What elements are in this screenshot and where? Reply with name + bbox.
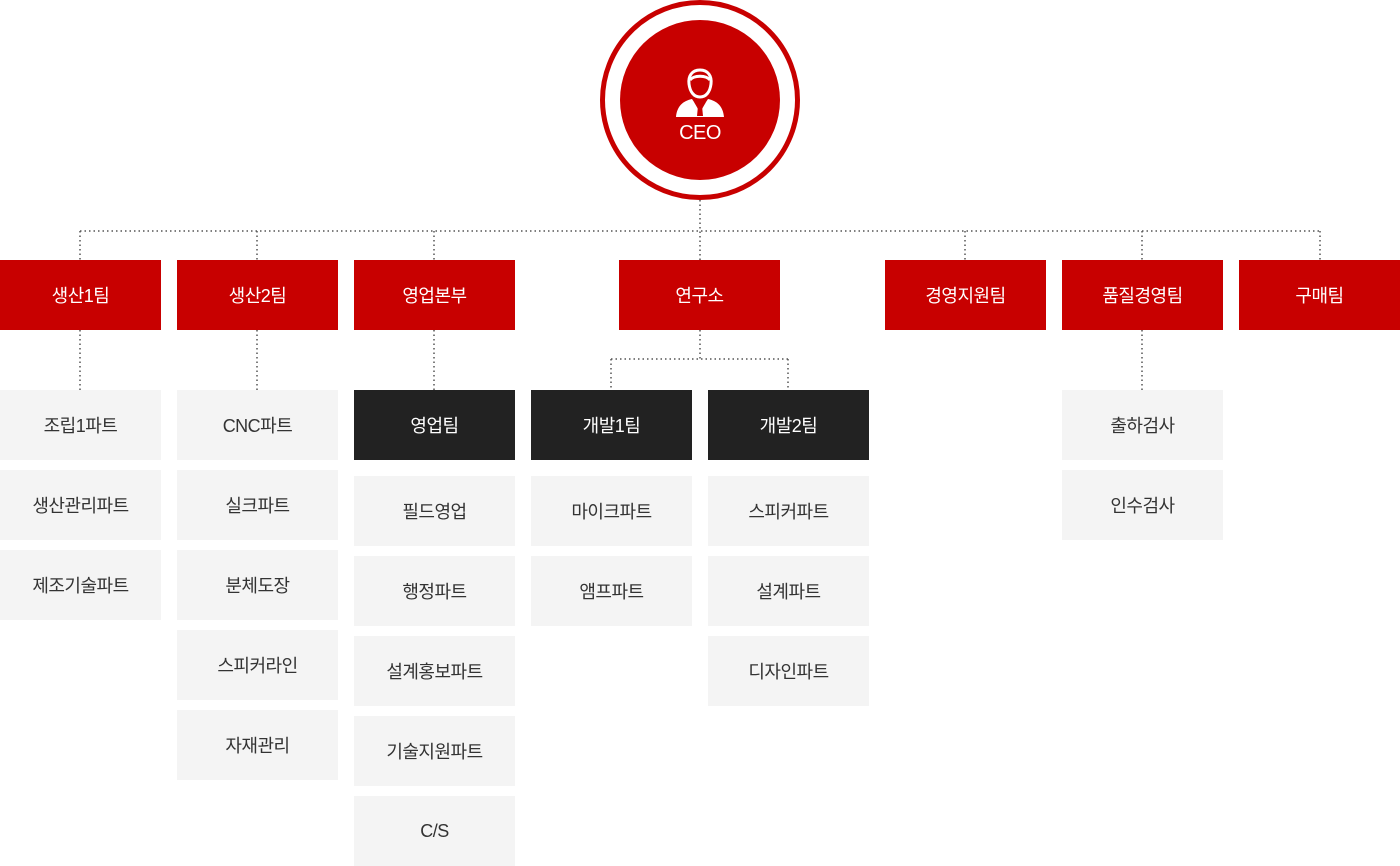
- part-box: 인수검사: [1062, 470, 1223, 540]
- dept-production-1: 생산1팀: [0, 260, 161, 330]
- part-box: C/S: [354, 796, 515, 866]
- dept-production-2: 생산2팀: [177, 260, 338, 330]
- part-box: 분체도장: [177, 550, 338, 620]
- part-box: 행정파트: [354, 556, 515, 626]
- part-box: 설계파트: [708, 556, 869, 626]
- part-box: 생산관리파트: [0, 470, 161, 540]
- ceo-node: [620, 20, 780, 180]
- person-suit-icon: [676, 68, 724, 117]
- part-box: 제조기술파트: [0, 550, 161, 620]
- dept-purchasing: 구매팀: [1239, 260, 1400, 330]
- part-box: 출하검사: [1062, 390, 1223, 460]
- dept-sales-hq: 영업본부: [354, 260, 515, 330]
- part-box: 스피커라인: [177, 630, 338, 700]
- part-box: CNC파트: [177, 390, 338, 460]
- dept-management-support: 경영지원팀: [885, 260, 1046, 330]
- part-box: 기술지원파트: [354, 716, 515, 786]
- part-box: 조립1파트: [0, 390, 161, 460]
- part-box: 스피커파트: [708, 476, 869, 546]
- team-development-2: 개발2팀: [708, 390, 869, 460]
- dept-research-lab: 연구소: [619, 260, 780, 330]
- part-box: 설계홍보파트: [354, 636, 515, 706]
- team-development-1: 개발1팀: [531, 390, 692, 460]
- part-box: 디자인파트: [708, 636, 869, 706]
- part-box: 앰프파트: [531, 556, 692, 626]
- part-box: 실크파트: [177, 470, 338, 540]
- part-box: 자재관리: [177, 710, 338, 780]
- part-box: 필드영업: [354, 476, 515, 546]
- team-sales: 영업팀: [354, 390, 515, 460]
- part-box: 마이크파트: [531, 476, 692, 546]
- dept-quality-management: 품질경영팀: [1062, 260, 1223, 330]
- ceo-label: CEO: [679, 122, 721, 144]
